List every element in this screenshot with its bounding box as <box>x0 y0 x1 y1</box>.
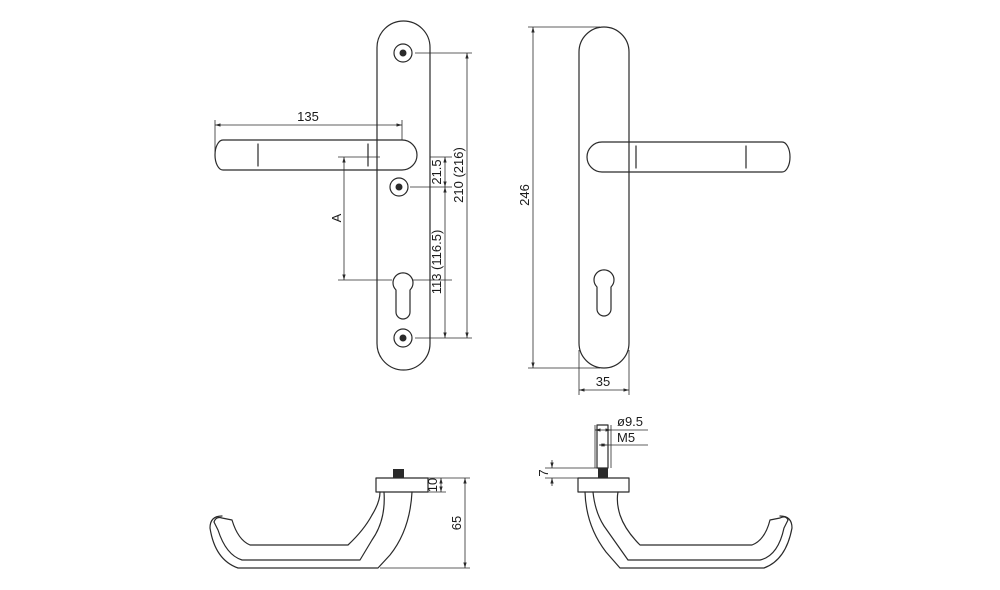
cylinder-keyhole <box>392 272 414 320</box>
dim-rose-height: 10 <box>425 478 440 492</box>
dim-lever-length: 135 <box>297 109 319 124</box>
side-rose-left <box>375 477 429 493</box>
back-cylinder-keyhole <box>593 269 615 317</box>
dim-spindle-offset: 21.5 <box>429 159 444 184</box>
side-handle-left <box>213 491 385 561</box>
front-view: 135 A 21.5 113 (116.5) 210 (216) <box>214 20 472 371</box>
front-backplate <box>376 20 431 371</box>
top-screw-hole <box>393 43 413 63</box>
back-view: 246 35 <box>517 26 791 395</box>
bottom-screw-hole <box>393 328 413 348</box>
back-lever <box>586 141 791 173</box>
dim-cylinder-distance: 113 (116.5) <box>429 230 444 295</box>
side-view-left: 10 65 <box>209 469 470 569</box>
dim-plate-height: 246 <box>517 184 532 206</box>
spindle-shaft <box>596 424 609 469</box>
dim-spindle-diameter: ø9.5 <box>617 414 643 429</box>
dim-thread-size: M5 <box>617 430 635 445</box>
front-lever <box>214 139 418 171</box>
side-rose-right <box>577 477 630 493</box>
side-handle-right <box>592 491 789 561</box>
dim-handle-projection: 65 <box>449 516 464 530</box>
dim-screw-pitch: 210 (216) <box>451 147 466 203</box>
dim-distance-a: A <box>329 213 344 222</box>
dim-plate-width: 35 <box>596 374 610 389</box>
side-view-right: ø9.5 M5 7 <box>536 414 793 569</box>
spindle-hole <box>389 177 409 197</box>
dim-collar-height: 7 <box>536 469 551 476</box>
back-backplate <box>578 26 630 369</box>
